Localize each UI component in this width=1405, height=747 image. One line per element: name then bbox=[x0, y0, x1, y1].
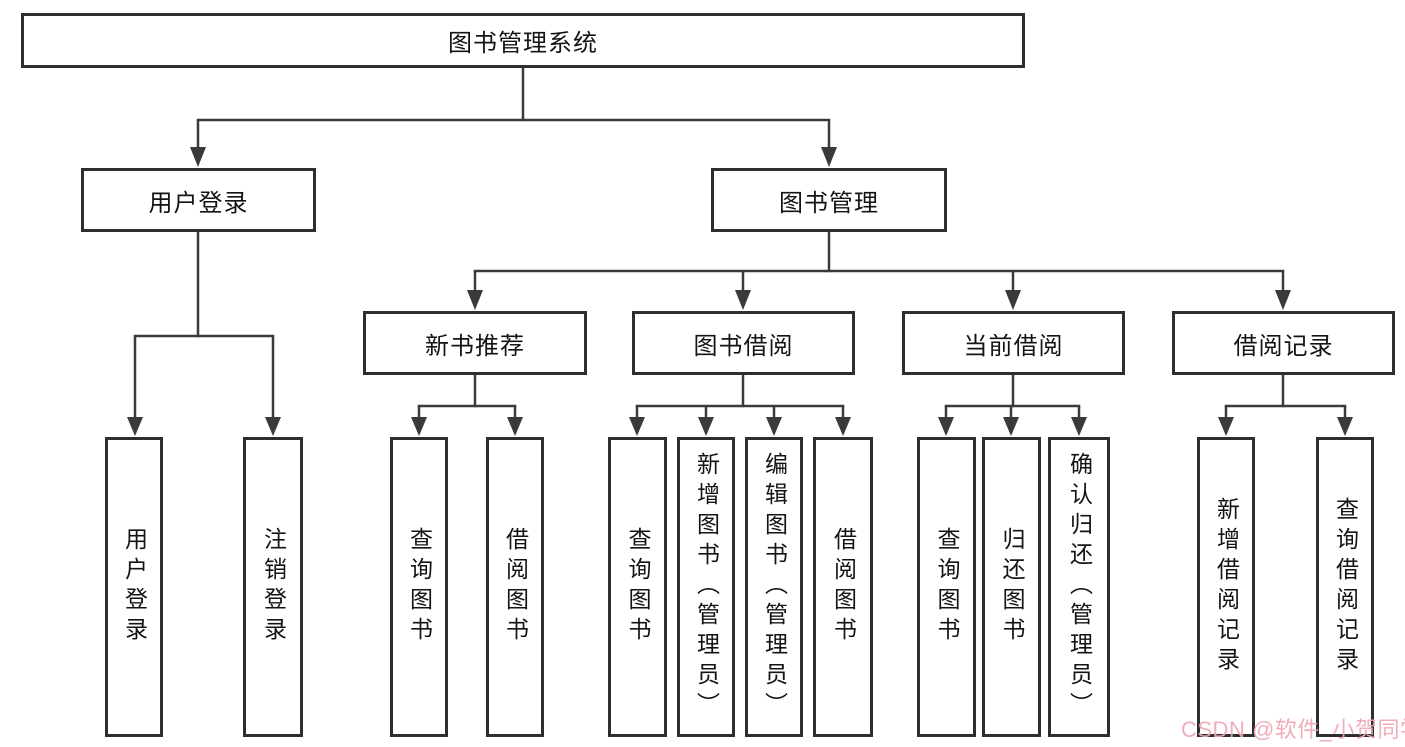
leaf-label: 借阅图书 bbox=[830, 527, 857, 647]
leaf-query-borrow-record: 查询借阅记录 bbox=[1316, 437, 1374, 737]
node-user-login: 用户登录 bbox=[81, 168, 316, 232]
leaf-label: 注销登录 bbox=[260, 527, 287, 647]
leaf-query-books-borrowing: 查询图书 bbox=[608, 437, 667, 737]
leaf-add-borrow-record: 新增借阅记录 bbox=[1197, 437, 1255, 737]
leaf-logout: 注销登录 bbox=[243, 437, 303, 737]
leaf-label: 查询图书 bbox=[625, 527, 651, 647]
leaf-label: 用户登录 bbox=[121, 527, 148, 647]
leaf-query-books-recommend: 查询图书 bbox=[390, 437, 448, 737]
leaf-label: 确认归还（管理员） bbox=[1066, 452, 1093, 722]
csdn-watermark: CSDN @软件_小贺同学 bbox=[1181, 717, 1405, 742]
leaf-label: 查询图书 bbox=[406, 527, 433, 647]
leaf-label: 查询借阅记录 bbox=[1332, 497, 1359, 677]
node-book-management: 图书管理 bbox=[711, 168, 947, 232]
leaf-borrow-books: 借阅图书 bbox=[813, 437, 873, 737]
leaf-label: 借阅图书 bbox=[502, 527, 529, 647]
leaf-label: 查询图书 bbox=[934, 527, 960, 647]
leaf-return-books: 归还图书 bbox=[982, 437, 1041, 737]
leaf-label: 新增图书（管理员） bbox=[693, 452, 720, 722]
leaf-edit-books-admin: 编辑图书（管理员） bbox=[745, 437, 803, 737]
leaf-add-books-admin: 新增图书（管理员） bbox=[677, 437, 735, 737]
leaf-confirm-return-admin: 确认归还（管理员） bbox=[1048, 437, 1110, 737]
node-root-library-management-system: 图书管理系统 bbox=[21, 13, 1025, 68]
leaf-label: 编辑图书（管理员） bbox=[761, 452, 788, 722]
node-current-borrowing: 当前借阅 bbox=[902, 311, 1125, 375]
leaf-query-books-current: 查询图书 bbox=[917, 437, 976, 737]
leaf-label: 归还图书 bbox=[999, 527, 1025, 647]
leaf-label: 新增借阅记录 bbox=[1213, 497, 1240, 677]
leaf-user-login: 用户登录 bbox=[105, 437, 163, 737]
leaf-borrow-books-recommend: 借阅图书 bbox=[486, 437, 544, 737]
node-book-borrowing: 图书借阅 bbox=[632, 311, 855, 375]
node-borrowing-records: 借阅记录 bbox=[1172, 311, 1395, 375]
node-new-book-recommendation: 新书推荐 bbox=[363, 311, 587, 375]
